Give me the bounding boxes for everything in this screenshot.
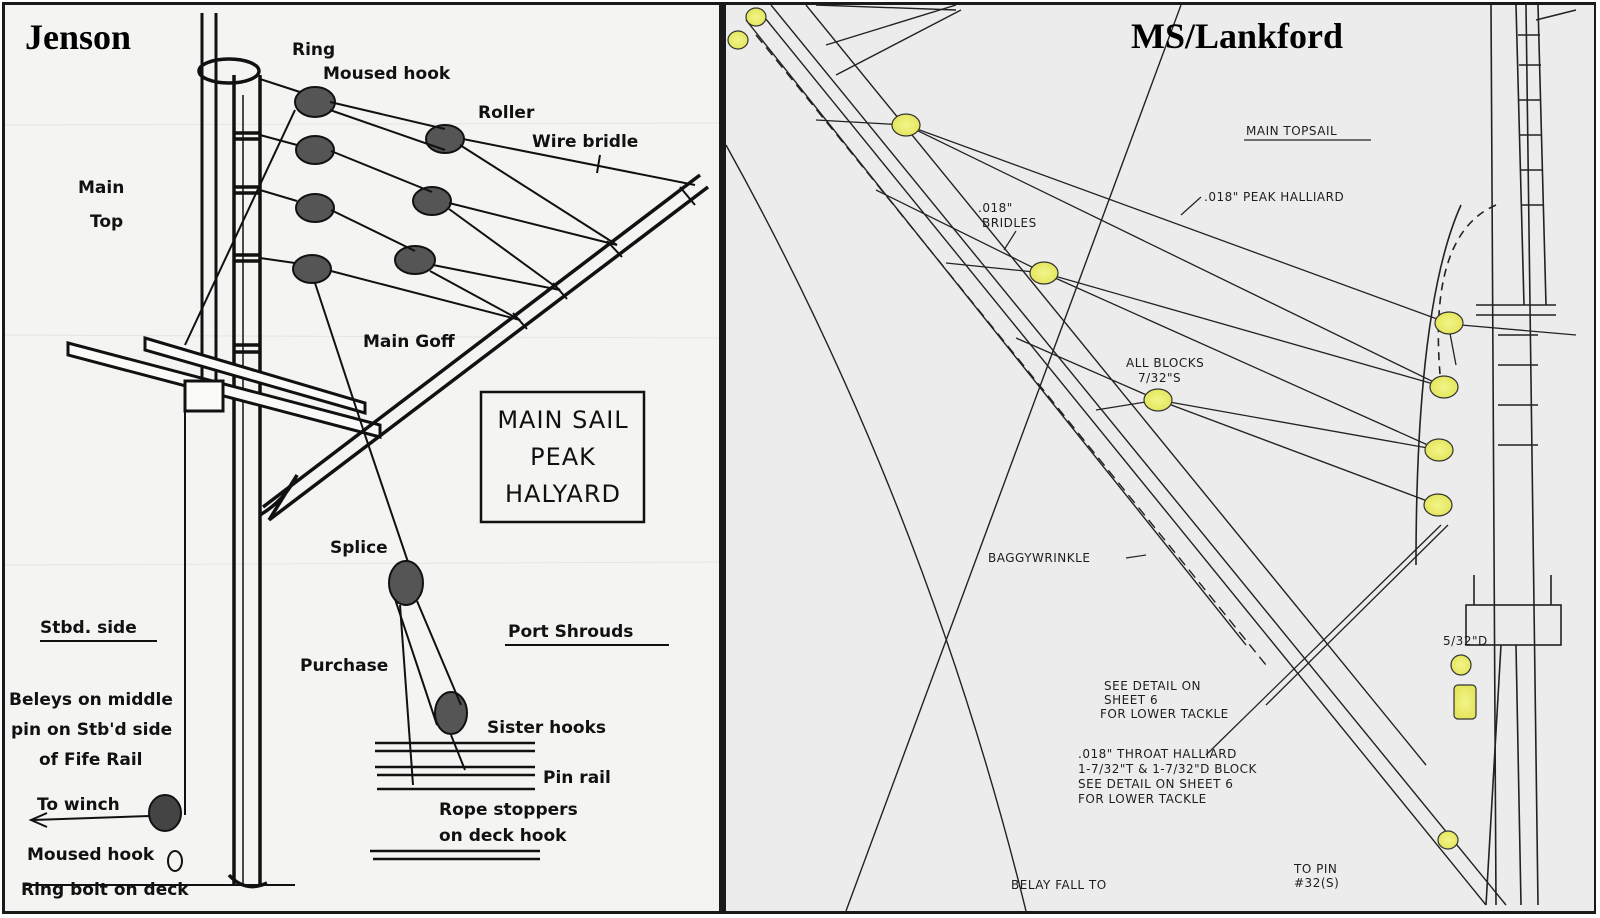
crosstrees xyxy=(66,335,382,439)
halyard-title-box xyxy=(479,390,646,524)
jenson-title: Jenson xyxy=(25,17,131,57)
label-ring-bolt: Ring bolt on deck xyxy=(21,880,189,900)
label-rope-stoppers-1: Rope stoppers xyxy=(439,800,578,820)
label-belay-fall: BELAY FALL TO xyxy=(1011,878,1107,892)
wire-bridle-pointer xyxy=(596,154,601,174)
peak-halliard-lines xyxy=(815,119,1577,756)
label-moused-hook-top: Moused hook xyxy=(323,64,451,84)
jenson-rigging-drawing: Jenson MAIN SAIL PEAK HALYARD Ring Mouse… xyxy=(5,13,719,900)
main-gaff xyxy=(259,173,710,522)
label-port-shrouds: Port Shrouds xyxy=(508,622,633,642)
label-main-goff: Main Goff xyxy=(363,332,455,352)
label-bridles-1: .018" xyxy=(978,201,1013,215)
purchase-tackle xyxy=(388,560,468,786)
gaff-and-boom-lines xyxy=(726,5,1507,911)
label-see-detail-2: SHEET 6 xyxy=(1104,693,1158,707)
label-main-topsail: MAIN TOPSAIL xyxy=(1246,124,1337,138)
main-mast xyxy=(197,57,268,889)
topmast xyxy=(200,13,218,400)
label-pin-rail: Pin rail xyxy=(543,768,611,788)
label-to-pin-1: TO PIN xyxy=(1293,862,1337,876)
label-main-top-1: Main xyxy=(78,178,124,198)
label-throat-4: FOR LOWER TACKLE xyxy=(1078,792,1207,806)
halyard-lines xyxy=(28,101,696,828)
label-roller: Roller xyxy=(478,103,535,123)
label-to-winch: To winch xyxy=(37,795,120,815)
box-line-2: PEAK xyxy=(530,443,596,471)
label-see-detail-3: FOR LOWER TACKLE xyxy=(1100,707,1229,721)
winch xyxy=(25,794,295,886)
label-belays-2: pin on Stb'd side xyxy=(11,720,172,740)
label-see-detail-1: SEE DETAIL ON xyxy=(1104,679,1201,693)
label-moused-hook-bottom: Moused hook xyxy=(27,845,155,865)
panel-divider xyxy=(719,5,726,911)
label-all-blocks-2: 7/32"S xyxy=(1138,371,1181,385)
lankford-rigging-plan: MS/Lankford MAIN TOPSAIL .018" PEAK HALL… xyxy=(726,5,1577,911)
label-throat-3: SEE DETAIL ON SHEET 6 xyxy=(1078,777,1233,791)
label-belays-3: of Fife Rail xyxy=(39,750,143,770)
label-ring: Ring xyxy=(292,40,335,60)
label-throat-1: .018" THROAT HALLIARD xyxy=(1078,747,1237,761)
pin-rail xyxy=(370,741,540,861)
label-all-blocks-1: ALL BLOCKS xyxy=(1126,356,1204,370)
label-main-top-2: Top xyxy=(90,212,123,232)
roller-blocks xyxy=(394,124,465,275)
label-stbd-side: Stbd. side xyxy=(40,618,137,638)
lankford-plan-panel: MS/Lankford MAIN TOPSAIL .018" PEAK HALL… xyxy=(726,5,1594,911)
label-peak-halliard: .018" PEAK HALLIARD xyxy=(1204,190,1344,204)
label-baggywrinkle: BAGGYWRINKLE xyxy=(988,551,1090,565)
label-belays-1: Beleys on middle xyxy=(9,690,173,710)
jenson-drawing-panel: Jenson MAIN SAIL PEAK HALYARD Ring Mouse… xyxy=(5,5,719,911)
highlighted-blocks xyxy=(727,7,1477,850)
bridles-pointer xyxy=(1003,230,1017,251)
label-splice: Splice xyxy=(330,538,388,558)
label-purchase: Purchase xyxy=(300,656,388,676)
label-throat-2: 1-7/32"T & 1-7/32"D BLOCK xyxy=(1078,762,1258,776)
lankford-mast xyxy=(1415,5,1577,906)
box-line-1: MAIN SAIL xyxy=(497,406,628,434)
lankford-title: MS/Lankford xyxy=(1131,16,1343,56)
baggywrinkle-pointer xyxy=(1125,554,1147,559)
peak-halliard-pointer xyxy=(1180,196,1202,216)
label-to-pin-2: #32(S) xyxy=(1294,876,1339,890)
box-line-3: HALYARD xyxy=(505,480,621,508)
label-wire-bridle: Wire bridle xyxy=(532,132,638,152)
label-bridles-2: BRIDLES xyxy=(982,216,1037,230)
chains xyxy=(259,78,304,264)
label-sister-hooks: Sister hooks xyxy=(487,718,606,738)
label-rope-stoppers-2: on deck hook xyxy=(439,826,567,846)
mast-blocks xyxy=(292,86,336,284)
label-block-5-32: 5/32"D xyxy=(1443,634,1488,648)
